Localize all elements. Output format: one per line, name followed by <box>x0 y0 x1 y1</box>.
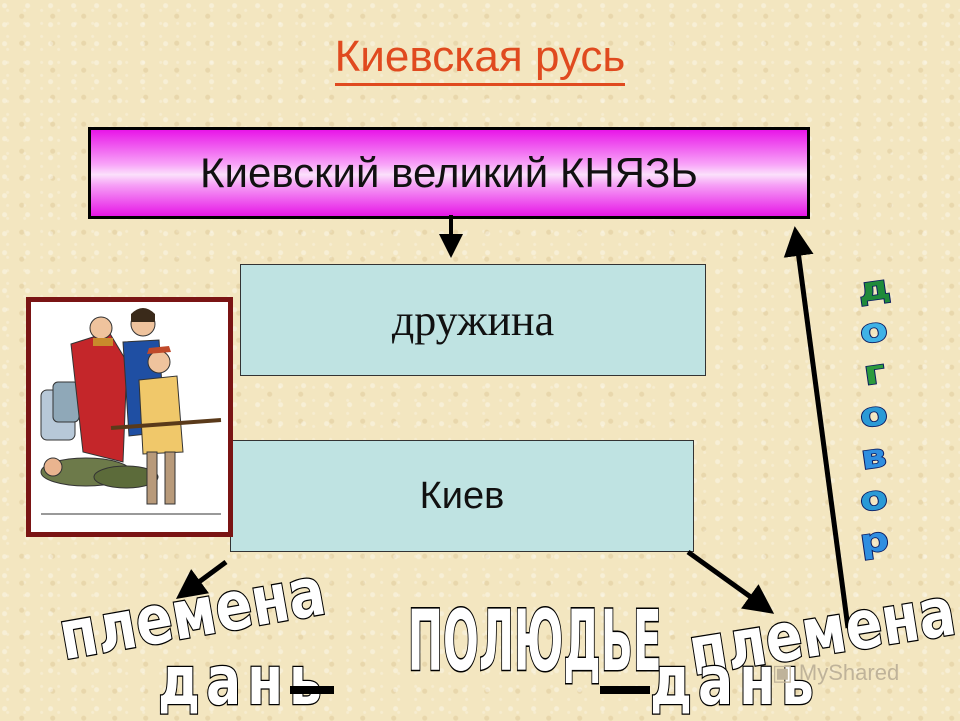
watermark-icon: ▣ <box>772 660 799 685</box>
watermark-text: MyShared <box>798 660 900 685</box>
warriors-illustration <box>26 297 233 537</box>
treaty-letter: в <box>858 436 890 479</box>
druzhina-box: дружина <box>240 264 706 376</box>
right-dash <box>600 686 650 694</box>
druzhina-label: дружина <box>391 295 555 345</box>
grand-prince-box: Киевский великий КНЯЗЬ <box>88 127 810 219</box>
arrow-tribes-to-prince <box>783 226 851 629</box>
arrow-kiev-to-left-tribes <box>175 559 228 599</box>
polyudye-label: ПОЛЮДЬЕ <box>407 591 662 692</box>
left-dash <box>290 686 334 694</box>
slide-title: Киевская русь <box>0 32 960 86</box>
arrow-kiev-to-right-tribes <box>686 549 775 614</box>
watermark: ▣ MyShared <box>772 660 899 686</box>
kiev-label: Киев <box>419 474 505 517</box>
left-tribute-label: дань <box>157 642 328 721</box>
druzhina-warriors-illustration-icon <box>31 302 228 532</box>
treaty-letter: о <box>857 310 891 353</box>
grand-prince-label: Киевский великий КНЯЗЬ <box>200 149 698 196</box>
title-text: Киевская русь <box>334 32 626 86</box>
treaty-letter: о <box>857 394 891 437</box>
treaty-letter: р <box>856 519 891 562</box>
kiev-box: Киев <box>230 440 694 552</box>
treaty-vertical-label: д о г о в о р <box>842 267 906 562</box>
right-tribute-label: дань <box>649 642 820 721</box>
treaty-letter: о <box>857 478 891 521</box>
treaty-letter: д <box>854 267 893 311</box>
treaty-letter: г <box>860 352 888 394</box>
